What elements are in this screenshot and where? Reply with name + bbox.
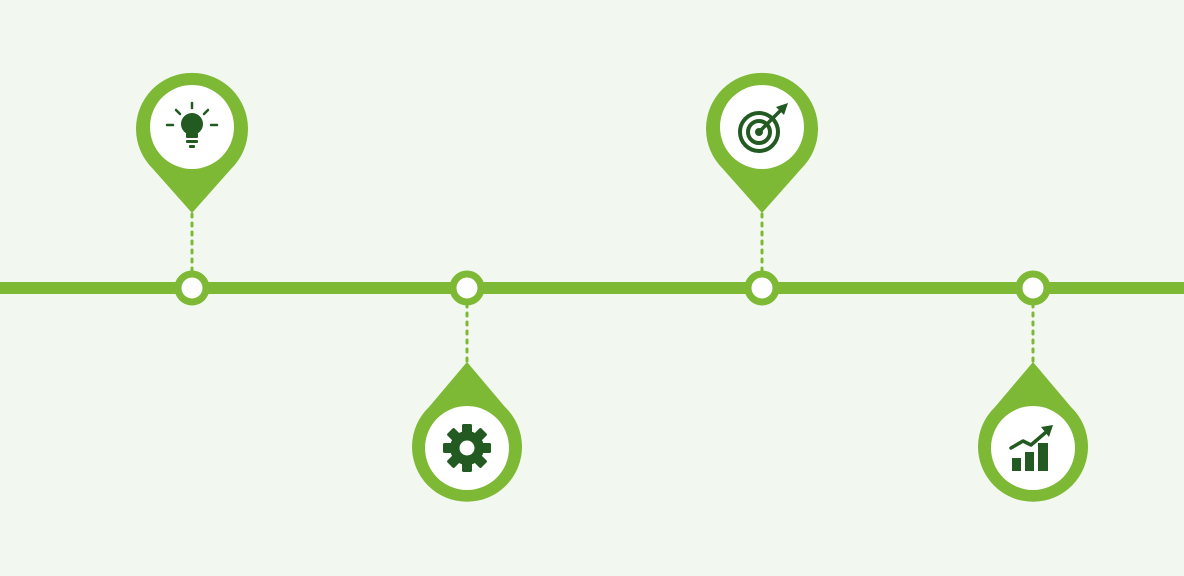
timeline-node xyxy=(1015,270,1051,306)
timeline-node xyxy=(744,270,780,306)
timeline-node xyxy=(449,270,485,306)
growth-chart-icon xyxy=(1009,425,1053,471)
pin-inner-circle xyxy=(991,406,1075,490)
milestone-3 xyxy=(705,72,819,306)
timeline-line xyxy=(0,282,1184,294)
gear-icon xyxy=(443,424,491,472)
lightbulb-icon xyxy=(165,101,219,148)
timeline-node xyxy=(174,270,210,306)
milestone-2 xyxy=(412,270,522,502)
milestone-1 xyxy=(136,72,248,306)
target-icon xyxy=(738,103,788,153)
milestone-4 xyxy=(978,270,1089,502)
